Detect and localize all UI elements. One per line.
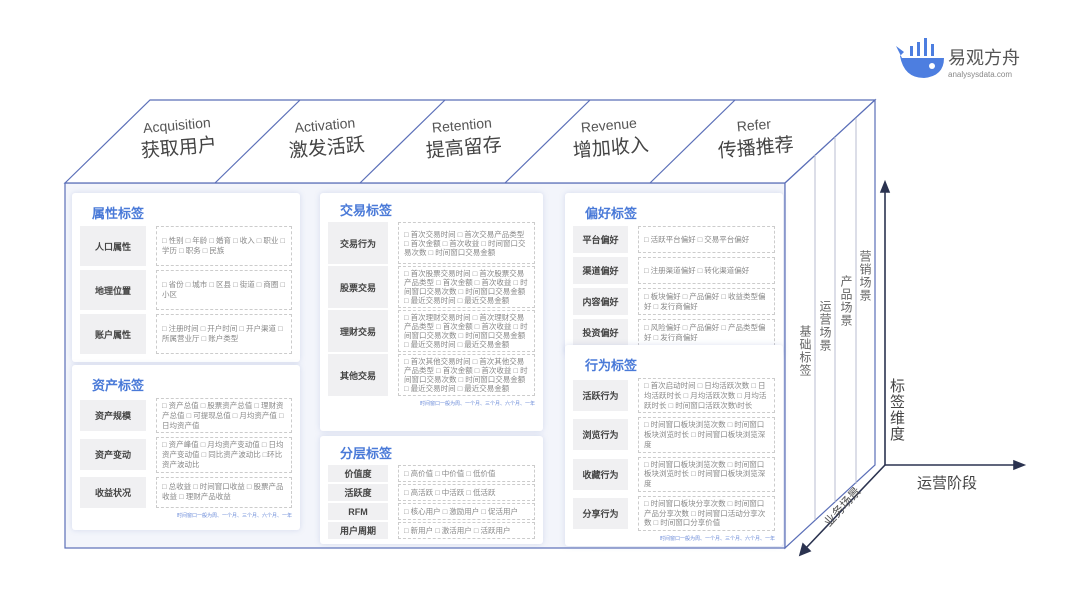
tag-category: 人口属性 [80,226,146,266]
tag-row: 收藏行为 □ 时间窗口板块浏览次数 □ 时间窗口板块浏览时长 □ 时间窗口板块浏览… [573,456,775,492]
tag-category: 收藏行为 [573,458,628,490]
layer-label: 运营场景 [818,300,832,352]
whale-logo-icon [896,38,944,78]
tag-category: 渠道偏好 [573,257,628,284]
tag-card: 资产标签资产规模 □ 资产总值 □ 股票资产总值 □ 理财资产总值 □ 可提现总值… [72,365,300,530]
tag-values: □ 资产峰值 □ 月均资产变动值 □ 日均资产变动值 □ 同比资产波动比 □环比… [156,437,292,473]
tag-row: 交易行为□ 首次交易时间 □ 首次交易产品类型 □ 首次金额 □ 首次收益 □ … [328,222,535,264]
tag-values: □ 高价值 □ 中价值 □ 低价值 [398,465,535,482]
tag-values: □ 资产总值 □ 股票资产总值 □ 理财资产总值 □ 可提现总值 □ 月均资产值… [156,398,292,434]
tag-row: 账户属性□ 注册时间 □ 开户时间 □ 开户渠道 □ 所属营业厅 □ 账户类型 [80,314,292,354]
card-title: 行为标签 [585,358,638,373]
tag-category: 其他交易 [328,354,388,396]
tag-category: 投资偏好 [573,319,628,346]
tag-row: 内容偏好 □ 板块偏好 □ 产品偏好 □ 收益类型偏好 □ 发行商偏好 [573,288,775,315]
tag-category: 收益状况 [80,476,146,508]
tag-values: □ 活跃平台偏好 □ 交易平台偏好 [638,226,775,253]
tag-values: □ 性别 □ 年龄 □ 婚育 □ 收入 □ 职业 □ 学历 □ 职务 □ 民族 [156,226,292,266]
tag-values: □ 高活跃 □ 中活跃 □ 低活跃 [398,484,535,501]
axis-label-horizontal: 运营阶段 [917,475,978,492]
tag-row: 资产规模 □ 资产总值 □ 股票资产总值 □ 理财资产总值 □ 可提现总值 □ 月… [80,398,292,434]
card-footer: 时间窗口一般为周、一个月、三个月、六个月、一年 [176,512,292,519]
axes [798,179,1027,557]
tag-category: 理财交易 [328,310,388,352]
tag-row: RFM □ 核心用户 □ 激励用户 □ 促活用户 [328,503,535,520]
tag-category: 资产变动 [80,439,146,471]
tag-category: 地理位置 [80,270,146,310]
tag-values: □ 省份 □ 城市 □ 区县 □ 街道 □ 商圈 □ 小区 [156,270,292,310]
tag-row: 人口属性□ 性别 □ 年龄 □ 婚育 □ 收入 □ 职业 □ 学历 □ 职务 □… [80,226,292,266]
tag-row: 其他交易□ 首次其他交易时间 □ 首次其他交易产品类型 □ 首次金额 □ 首次收… [328,354,535,396]
tag-category: 账户属性 [80,314,146,354]
layer-label: 营销场景 [858,250,872,302]
tag-row: 价值度 □ 高价值 □ 中价值 □ 低价值 [328,465,535,482]
tag-values: □ 首次理财交易时间 □ 首次理财交易产品类型 □ 首次金额 □ 首次收益 □ … [398,310,535,352]
tag-category: RFM [328,503,388,520]
tag-row: 收益状况 □ 总收益 □ 时间窗口收益 □ 股票产品收益 □ 理财产品收益 [80,476,292,508]
tag-row: 地理位置□ 省份 □ 城市 □ 区县 □ 街道 □ 商圈 □ 小区 [80,270,292,310]
tag-values: □ 新用户 □ 激活用户 □ 活跃用户 [398,522,535,539]
tag-card: 行为标签活跃行为 □ 首次启动时间 □ 日均活跃次数 □ 日均活跃时长 □ 月均活… [565,345,783,546]
card-title: 资产标签 [92,378,145,393]
tag-values: □ 核心用户 □ 激励用户 □ 促活用户 [398,503,535,520]
tag-row: 理财交易□ 首次理财交易时间 □ 首次理财交易产品类型 □ 首次金额 □ 首次收… [328,310,535,352]
tag-values: □ 注册时间 □ 开户时间 □ 开户渠道 □ 所属营业厅 □ 账户类型 [156,314,292,354]
layer-label: 产品场景 [839,275,853,327]
tag-values: □ 首次股票交易时间 □ 首次股票交易产品类型 □ 首次金额 □ 首次收益 □ … [398,266,535,308]
tag-category: 价值度 [328,465,388,482]
tag-values: □ 风险偏好 □ 产品偏好 □ 产品类型偏好 □ 发行商偏好 [638,319,775,346]
tag-card: 交易标签交易行为□ 首次交易时间 □ 首次交易产品类型 □ 首次金额 □ 首次收… [320,193,543,431]
tag-row: 分享行为 □ 时间窗口板块分享次数 □ 时间窗口产品分享次数 □ 时间窗口活动分享… [573,495,775,531]
card-footer: 时间窗口一般为周、一个月、三个月、六个月、一年 [659,536,775,542]
tag-row: 活跃行为 □ 首次启动时间 □ 日均活跃次数 □ 日均活跃时长 □ 月均活跃次数 … [573,378,775,414]
tag-row: 股票交易□ 首次股票交易时间 □ 首次股票交易产品类型 □ 首次金额 □ 首次收… [328,266,535,308]
tag-category: 股票交易 [328,266,388,308]
tag-category: 活跃度 [328,484,388,501]
tag-values: □ 总收益 □ 时间窗口收益 □ 股票产品收益 □ 理财产品收益 [156,476,292,508]
tag-values: □ 首次交易时间 □ 首次交易产品类型 □ 首次金额 □ 首次收益 □ 时间窗口… [398,222,535,264]
card-footer: 时间窗口一般为周、一个月、三个月、六个月、一年 [419,401,535,407]
tag-row: 用户周期 □ 新用户 □ 激活用户 □ 活跃用户 [328,522,535,539]
card-title: 交易标签 [340,203,393,218]
tag-row: 投资偏好 □ 风险偏好 □ 产品偏好 □ 产品类型偏好 □ 发行商偏好 [573,319,775,346]
tag-card: 属性标签人口属性□ 性别 □ 年龄 □ 婚育 □ 收入 □ 职业 □ 学历 □ … [72,193,300,362]
tag-values: □ 板块偏好 □ 产品偏好 □ 收益类型偏好 □ 发行商偏好 [638,288,775,315]
logo-name: 易观方舟 [948,48,1020,68]
tag-values: □ 时间窗口板块浏览次数 □ 时间窗口板块浏览时长 □ 时间窗口板块浏览深度 [638,456,775,492]
tag-category: 内容偏好 [573,288,628,315]
card-title: 分层标签 [340,446,393,461]
tag-row: 渠道偏好 □ 注册渠道偏好 □ 转化渠道偏好 [573,257,775,284]
tag-values: □ 首次启动时间 □ 日均活跃次数 □ 日均活跃时长 □ 月均活跃次数 □ 月均… [638,378,775,414]
tag-values: □ 时间窗口板块分享次数 □ 时间窗口产品分享次数 □ 时间窗口活动分享次数 □… [638,495,775,531]
logo-domain: analysysdata.com [948,70,1013,79]
card-title: 属性标签 [92,206,145,221]
layer-label: 基础标签 [798,325,812,377]
tag-card: 分层标签价值度 □ 高价值 □ 中价值 □ 低价值活跃度 □ 高活跃 □ 中活跃 □… [320,436,543,544]
tag-category: 浏览行为 [573,419,628,451]
card-title: 偏好标签 [585,206,638,221]
tag-values: □ 时间窗口板块浏览次数 □ 时间窗口板块浏览时长 □ 时间窗口板块浏览深度 [638,417,775,453]
tag-category: 活跃行为 [573,380,628,412]
tag-row: 活跃度 □ 高活跃 □ 中活跃 □ 低活跃 [328,484,535,501]
tag-row: 资产变动 □ 资产峰值 □ 月均资产变动值 □ 日均资产变动值 □ 同比资产波动比… [80,437,292,473]
tag-category: 资产规模 [80,400,146,432]
tag-category: 交易行为 [328,222,388,264]
tag-values: □ 注册渠道偏好 □ 转化渠道偏好 [638,257,775,284]
logo: 易观方舟 analysysdata.com [894,38,1020,85]
tag-card: 偏好标签平台偏好 □ 活跃平台偏好 □ 交易平台偏好渠道偏好 □ 注册渠道偏好 □ … [565,193,783,354]
tag-category: 分享行为 [573,497,628,529]
axis-label-vertical: 标签维度 [888,378,905,442]
tag-row: 平台偏好 □ 活跃平台偏好 □ 交易平台偏好 [573,226,775,253]
tag-category: 平台偏好 [573,226,628,253]
tag-row: 浏览行为 □ 时间窗口板块浏览次数 □ 时间窗口板块浏览时长 □ 时间窗口板块浏览… [573,417,775,453]
tag-values: □ 首次其他交易时间 □ 首次其他交易产品类型 □ 首次金额 □ 首次收益 □ … [398,354,535,396]
tag-category: 用户周期 [328,522,388,539]
